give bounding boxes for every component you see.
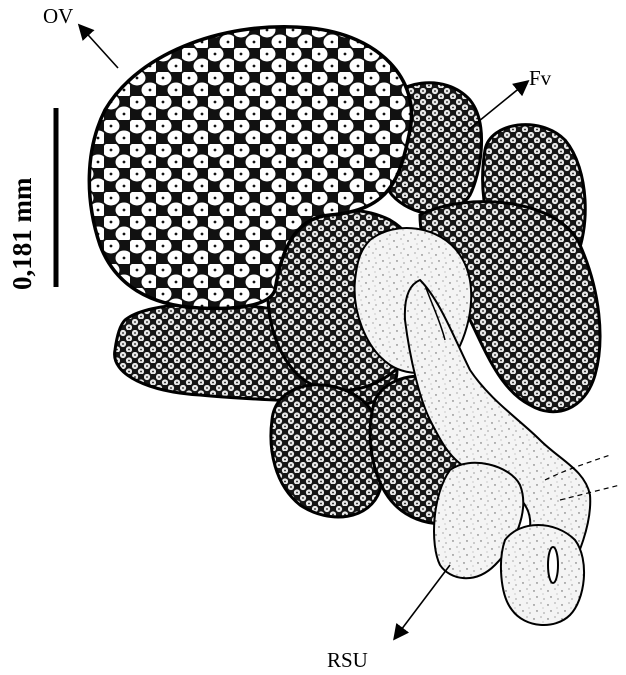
scale-bar-label: 0,181 mm xyxy=(7,177,37,290)
ov-label: OV xyxy=(43,4,73,28)
follicle-lobe-lower-left xyxy=(271,385,385,517)
fv-arrow xyxy=(468,82,527,130)
ov-arrow xyxy=(80,26,118,68)
fv-label: Fv xyxy=(529,66,552,90)
rsu-arrow xyxy=(395,565,450,638)
rsu-label: RSU xyxy=(327,648,368,672)
